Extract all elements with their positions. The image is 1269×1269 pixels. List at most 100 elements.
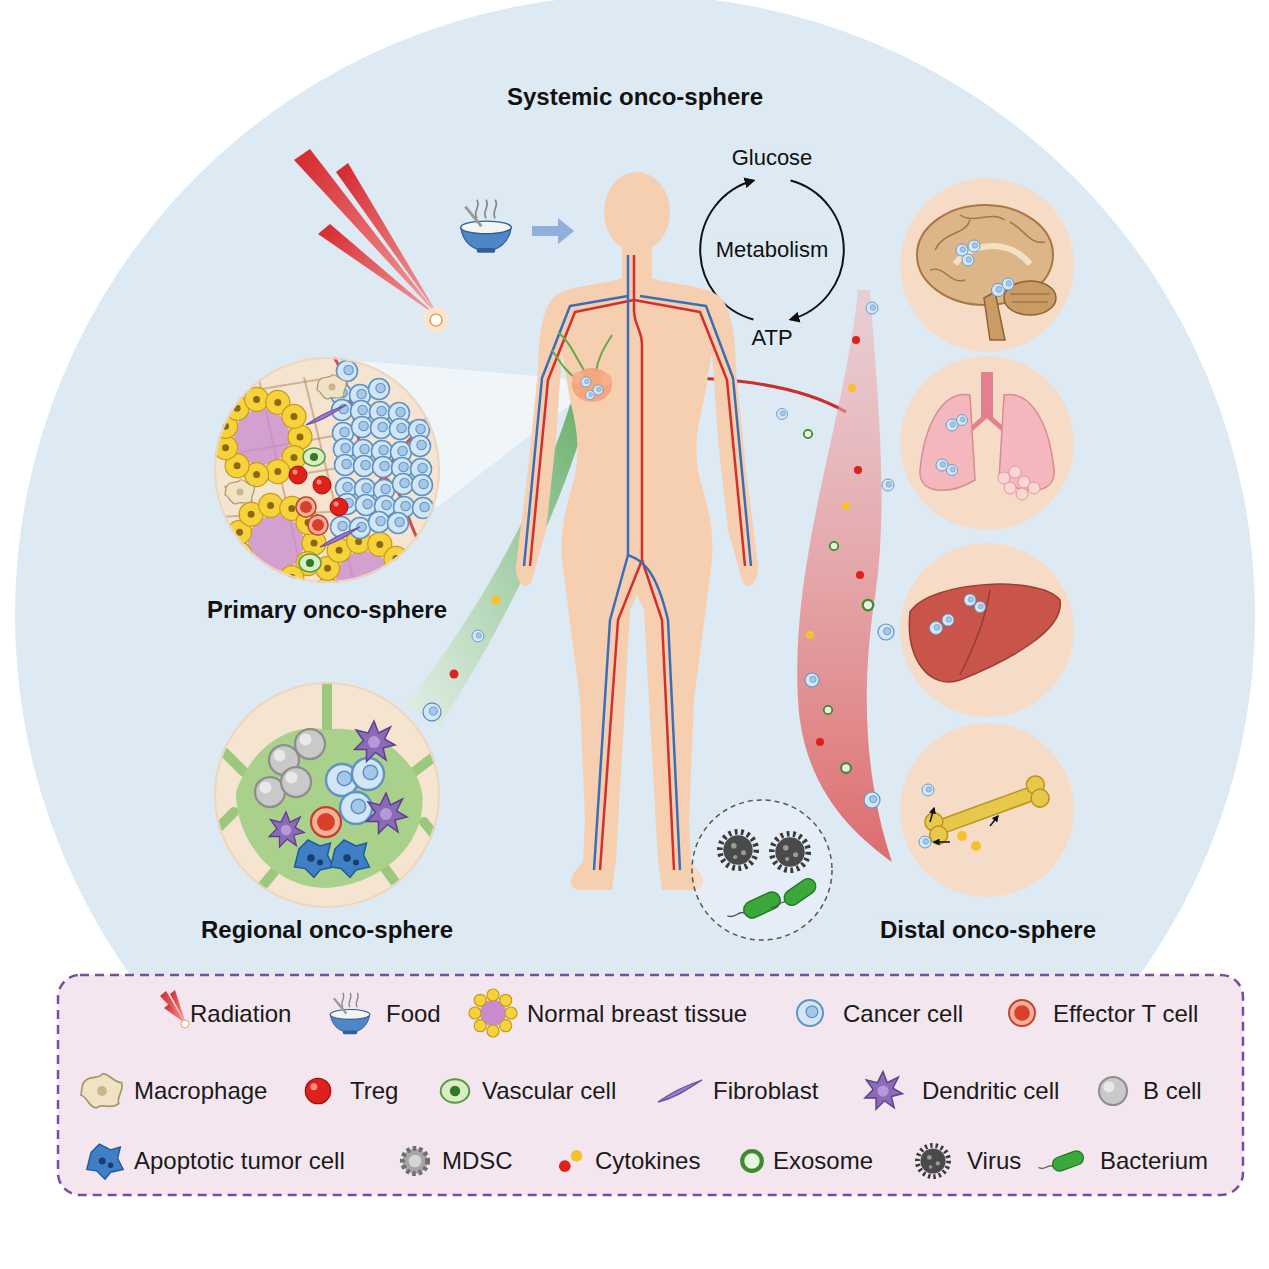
drawing-part [930, 622, 943, 635]
drawing-part [962, 254, 974, 266]
primary-sphere: Primary onco-sphere [177, 357, 477, 627]
cell-icon [296, 497, 316, 517]
drawing-part [266, 460, 290, 484]
drawing-part [804, 430, 812, 438]
drawing-part [957, 831, 967, 841]
drawing-part [865, 1071, 903, 1109]
drawing-part [658, 1080, 702, 1102]
drawing-part [215, 358, 439, 582]
drawing-part [248, 511, 255, 518]
drawing-part [964, 594, 976, 606]
cell-icon [295, 729, 325, 759]
brain [917, 205, 1056, 340]
cell-icon [352, 417, 373, 438]
drawing-part [259, 493, 283, 517]
sphere-heading: Systemic onco-sphere [507, 83, 763, 111]
drawing-part [274, 468, 281, 475]
cell-icon [369, 379, 390, 400]
tumor-microenvironment [214, 357, 440, 583]
legend-radiation-icon [160, 990, 189, 1028]
drawing-part [934, 841, 950, 843]
drawing-part [559, 1150, 582, 1172]
drawing-part [311, 540, 318, 547]
drawing-part [282, 404, 306, 428]
drawing-part [900, 543, 1074, 717]
drawing-part [228, 542, 252, 566]
cell-icon [369, 512, 390, 533]
drawing-part [236, 728, 423, 888]
legend-entry: Normal breast tissue [527, 1000, 747, 1028]
legend-entry: Food [386, 1000, 441, 1028]
cycle-label-text: Glucose [730, 145, 815, 170]
sphere-heading: Regional onco-sphere [201, 916, 453, 944]
cell-icon [335, 455, 356, 476]
legend-text: Virus [967, 1147, 1021, 1174]
drawing-part [267, 502, 274, 509]
cell-icon [355, 721, 396, 762]
drawing-part [214, 387, 312, 486]
drawing-part [805, 673, 819, 687]
drawing-part [492, 596, 501, 605]
cycle-label: Metabolism [714, 237, 830, 262]
drawing-part [1009, 1000, 1035, 1026]
drawing-part [288, 505, 295, 512]
drawing-part [930, 215, 1045, 281]
drawing-part [390, 567, 414, 583]
drawing-part [430, 314, 442, 326]
systemic-sphere: Systemic onco-spherePrimary onco-sphereR… [15, 0, 1255, 1235]
cycle-label: Glucose [730, 145, 815, 170]
sphere-heading: Primary onco-sphere [207, 596, 447, 624]
cell-icon [410, 436, 431, 457]
drawing-part [900, 178, 1074, 352]
drawing-part [423, 703, 441, 721]
drawing-part [330, 993, 370, 1034]
drawing-part [998, 466, 1040, 500]
cycle-label-text: ATP [749, 325, 794, 350]
cell-icon [393, 474, 414, 495]
drawing-part [572, 368, 612, 402]
lymph-node [214, 682, 440, 908]
drawing-part [1009, 466, 1021, 478]
legend-entry: Vascular cell [482, 1077, 616, 1105]
drawing-part [376, 541, 383, 548]
cycle-label: ATP [749, 325, 794, 350]
lungs [920, 372, 1054, 500]
legend-text: Treg [350, 1077, 398, 1104]
drawing-part [900, 723, 1074, 897]
cell-icon [225, 480, 254, 504]
cell-icon [269, 812, 304, 847]
drawing-part [797, 1000, 823, 1026]
legend-entry: Macrophage [134, 1077, 267, 1105]
drawing-part [58, 975, 1243, 1195]
drawing-part [777, 409, 788, 420]
drawing-part [297, 434, 304, 441]
drawing-part [390, 567, 414, 583]
drawing-part [852, 336, 860, 344]
drawing-part [267, 577, 274, 583]
drawing-part [236, 529, 243, 536]
drawing-part [909, 584, 1060, 682]
drawing-part [586, 391, 595, 400]
cell-icon [352, 758, 384, 790]
liver [909, 584, 1060, 682]
legend-text: Macrophage [134, 1077, 267, 1104]
drawing-part [253, 396, 260, 403]
drawing-part [742, 1151, 762, 1171]
regional-sphere: Regional onco-sphere [177, 682, 477, 952]
drawing-part [336, 547, 343, 554]
drawing-part [882, 479, 894, 491]
legend-box [58, 975, 1243, 1195]
drawing-part [930, 269, 965, 281]
region-heading-text: Distal onco-sphere [878, 916, 1098, 943]
legend-text: Bacterium [1100, 1147, 1208, 1174]
drawing-part [214, 357, 440, 583]
drawing-part [87, 1144, 123, 1179]
drawing-part [960, 590, 990, 675]
drawing-part [1029, 787, 1052, 810]
drawing-part [266, 460, 290, 484]
drawing-part [282, 404, 306, 428]
drawing-part [772, 834, 808, 870]
cell-icon [303, 448, 325, 466]
drawing-part [854, 466, 862, 474]
legend-entry: MDSC [442, 1147, 513, 1175]
